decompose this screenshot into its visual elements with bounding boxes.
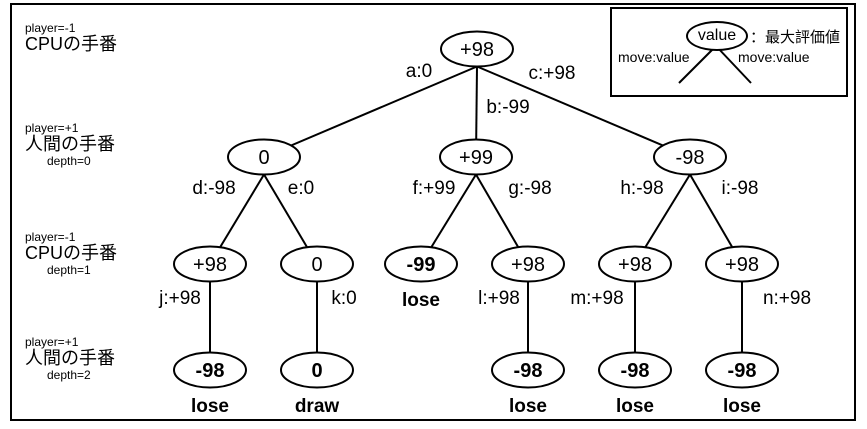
tree-node-value: +98	[193, 254, 227, 276]
tree-node-sublabel: lose	[723, 396, 761, 417]
player-value: player=-1	[25, 230, 76, 244]
tree-node-value: +98	[618, 254, 652, 276]
legend-node-ellipse: value	[686, 21, 748, 51]
tree-node-value: -98	[676, 147, 705, 169]
tree-edge-label: m:+98	[570, 288, 623, 309]
tree-edge-label: e:0	[288, 178, 314, 199]
tree-node-ellipse	[384, 245, 458, 283]
turn-label: CPUの手番	[25, 33, 118, 54]
tree-node-ellipse	[173, 245, 247, 283]
row-label-cpu-depth1: player=-1 CPUの手番 depth=1	[25, 231, 117, 277]
turn-label: 人間の手番	[25, 133, 115, 154]
legend-edges-svg	[678, 46, 752, 84]
tree-node-ellipse	[173, 351, 247, 389]
player-value: player=+1	[25, 121, 79, 135]
tree-node-value: -98	[621, 360, 650, 382]
tree-node-sublabel: lose	[402, 290, 440, 311]
tree-node-value: +99	[459, 147, 493, 169]
tree-edge-label: k:0	[331, 288, 356, 309]
tree-node-value: 0	[311, 254, 322, 276]
tree-node-ellipse	[653, 138, 727, 176]
depth-label: depth=2	[47, 368, 91, 383]
legend-box: value ：最大評価値 move:value move:value	[610, 7, 848, 97]
tree-node-value: +98	[725, 254, 759, 276]
tree-node-value: +98	[511, 254, 545, 276]
tree-node-sublabel: lose	[191, 396, 229, 417]
row-label-human-depth2: player=+1 人間の手番 depth=2	[25, 336, 115, 382]
tree-node-ellipse	[705, 351, 779, 389]
tree-node-value: -99	[407, 254, 436, 276]
legend-move-value-right: move:value	[738, 49, 810, 65]
tree-node-ellipse	[598, 245, 672, 283]
tree-node-sublabel: draw	[295, 396, 340, 417]
tree-node-value: -98	[514, 360, 543, 382]
tree-edge-label: c:+98	[528, 63, 575, 84]
tree-node-ellipse	[705, 245, 779, 283]
tree-node-ellipse	[440, 30, 514, 68]
row-label-cpu-top: player=-1 CPUの手番	[25, 22, 117, 53]
tree-node-value: +98	[460, 39, 494, 61]
tree-node-ellipse	[280, 351, 354, 389]
tree-edge-label: l:+98	[478, 288, 520, 309]
tree-edge-label: d:-98	[192, 178, 235, 199]
legend-right-edge	[716, 46, 752, 84]
turn-label: 人間の手番	[25, 347, 115, 368]
tree-node-ellipse	[280, 245, 354, 283]
tree-edge-line	[476, 65, 691, 158]
turn-label: CPUの手番	[25, 242, 118, 263]
tree-node-ellipse	[598, 351, 672, 389]
tree-edge-label: n:+98	[763, 288, 811, 309]
tree-node-value: 0	[311, 360, 322, 382]
row-label-human-depth0: player=+1 人間の手番 depth=0	[25, 122, 115, 168]
tree-node-ellipse	[491, 245, 565, 283]
tree-node-ellipse	[491, 351, 565, 389]
tree-edge-label: g:-98	[508, 178, 551, 199]
tree-edge-label: b:-99	[486, 97, 529, 118]
tree-node-value: -98	[728, 360, 757, 382]
tree-edge-label: f:+99	[413, 178, 456, 199]
player-value: player=-1	[25, 21, 76, 35]
player-value: player=+1	[25, 335, 79, 349]
legend-description: ：最大評価値	[750, 29, 841, 46]
tree-node-sublabel: lose	[616, 396, 654, 417]
tree-edge-line	[263, 65, 478, 158]
legend-node-value: value	[697, 27, 737, 44]
tree-node-value: 0	[258, 147, 269, 169]
legend-move-value-left: move:value	[618, 49, 690, 65]
depth-label: depth=1	[47, 263, 91, 278]
tree-node-ellipse	[227, 138, 301, 176]
tree-node-sublabel: lose	[509, 396, 547, 417]
tree-edge-label: i:-98	[722, 178, 759, 199]
tree-node-value: -98	[196, 360, 225, 382]
tree-edge-label: h:-98	[620, 178, 663, 199]
tree-edge-label: j:+98	[158, 288, 201, 309]
tree-edge-label: a:0	[406, 61, 432, 82]
legend-left-edge	[678, 46, 716, 84]
depth-label: depth=0	[47, 154, 91, 169]
tree-node-ellipse	[439, 138, 513, 176]
